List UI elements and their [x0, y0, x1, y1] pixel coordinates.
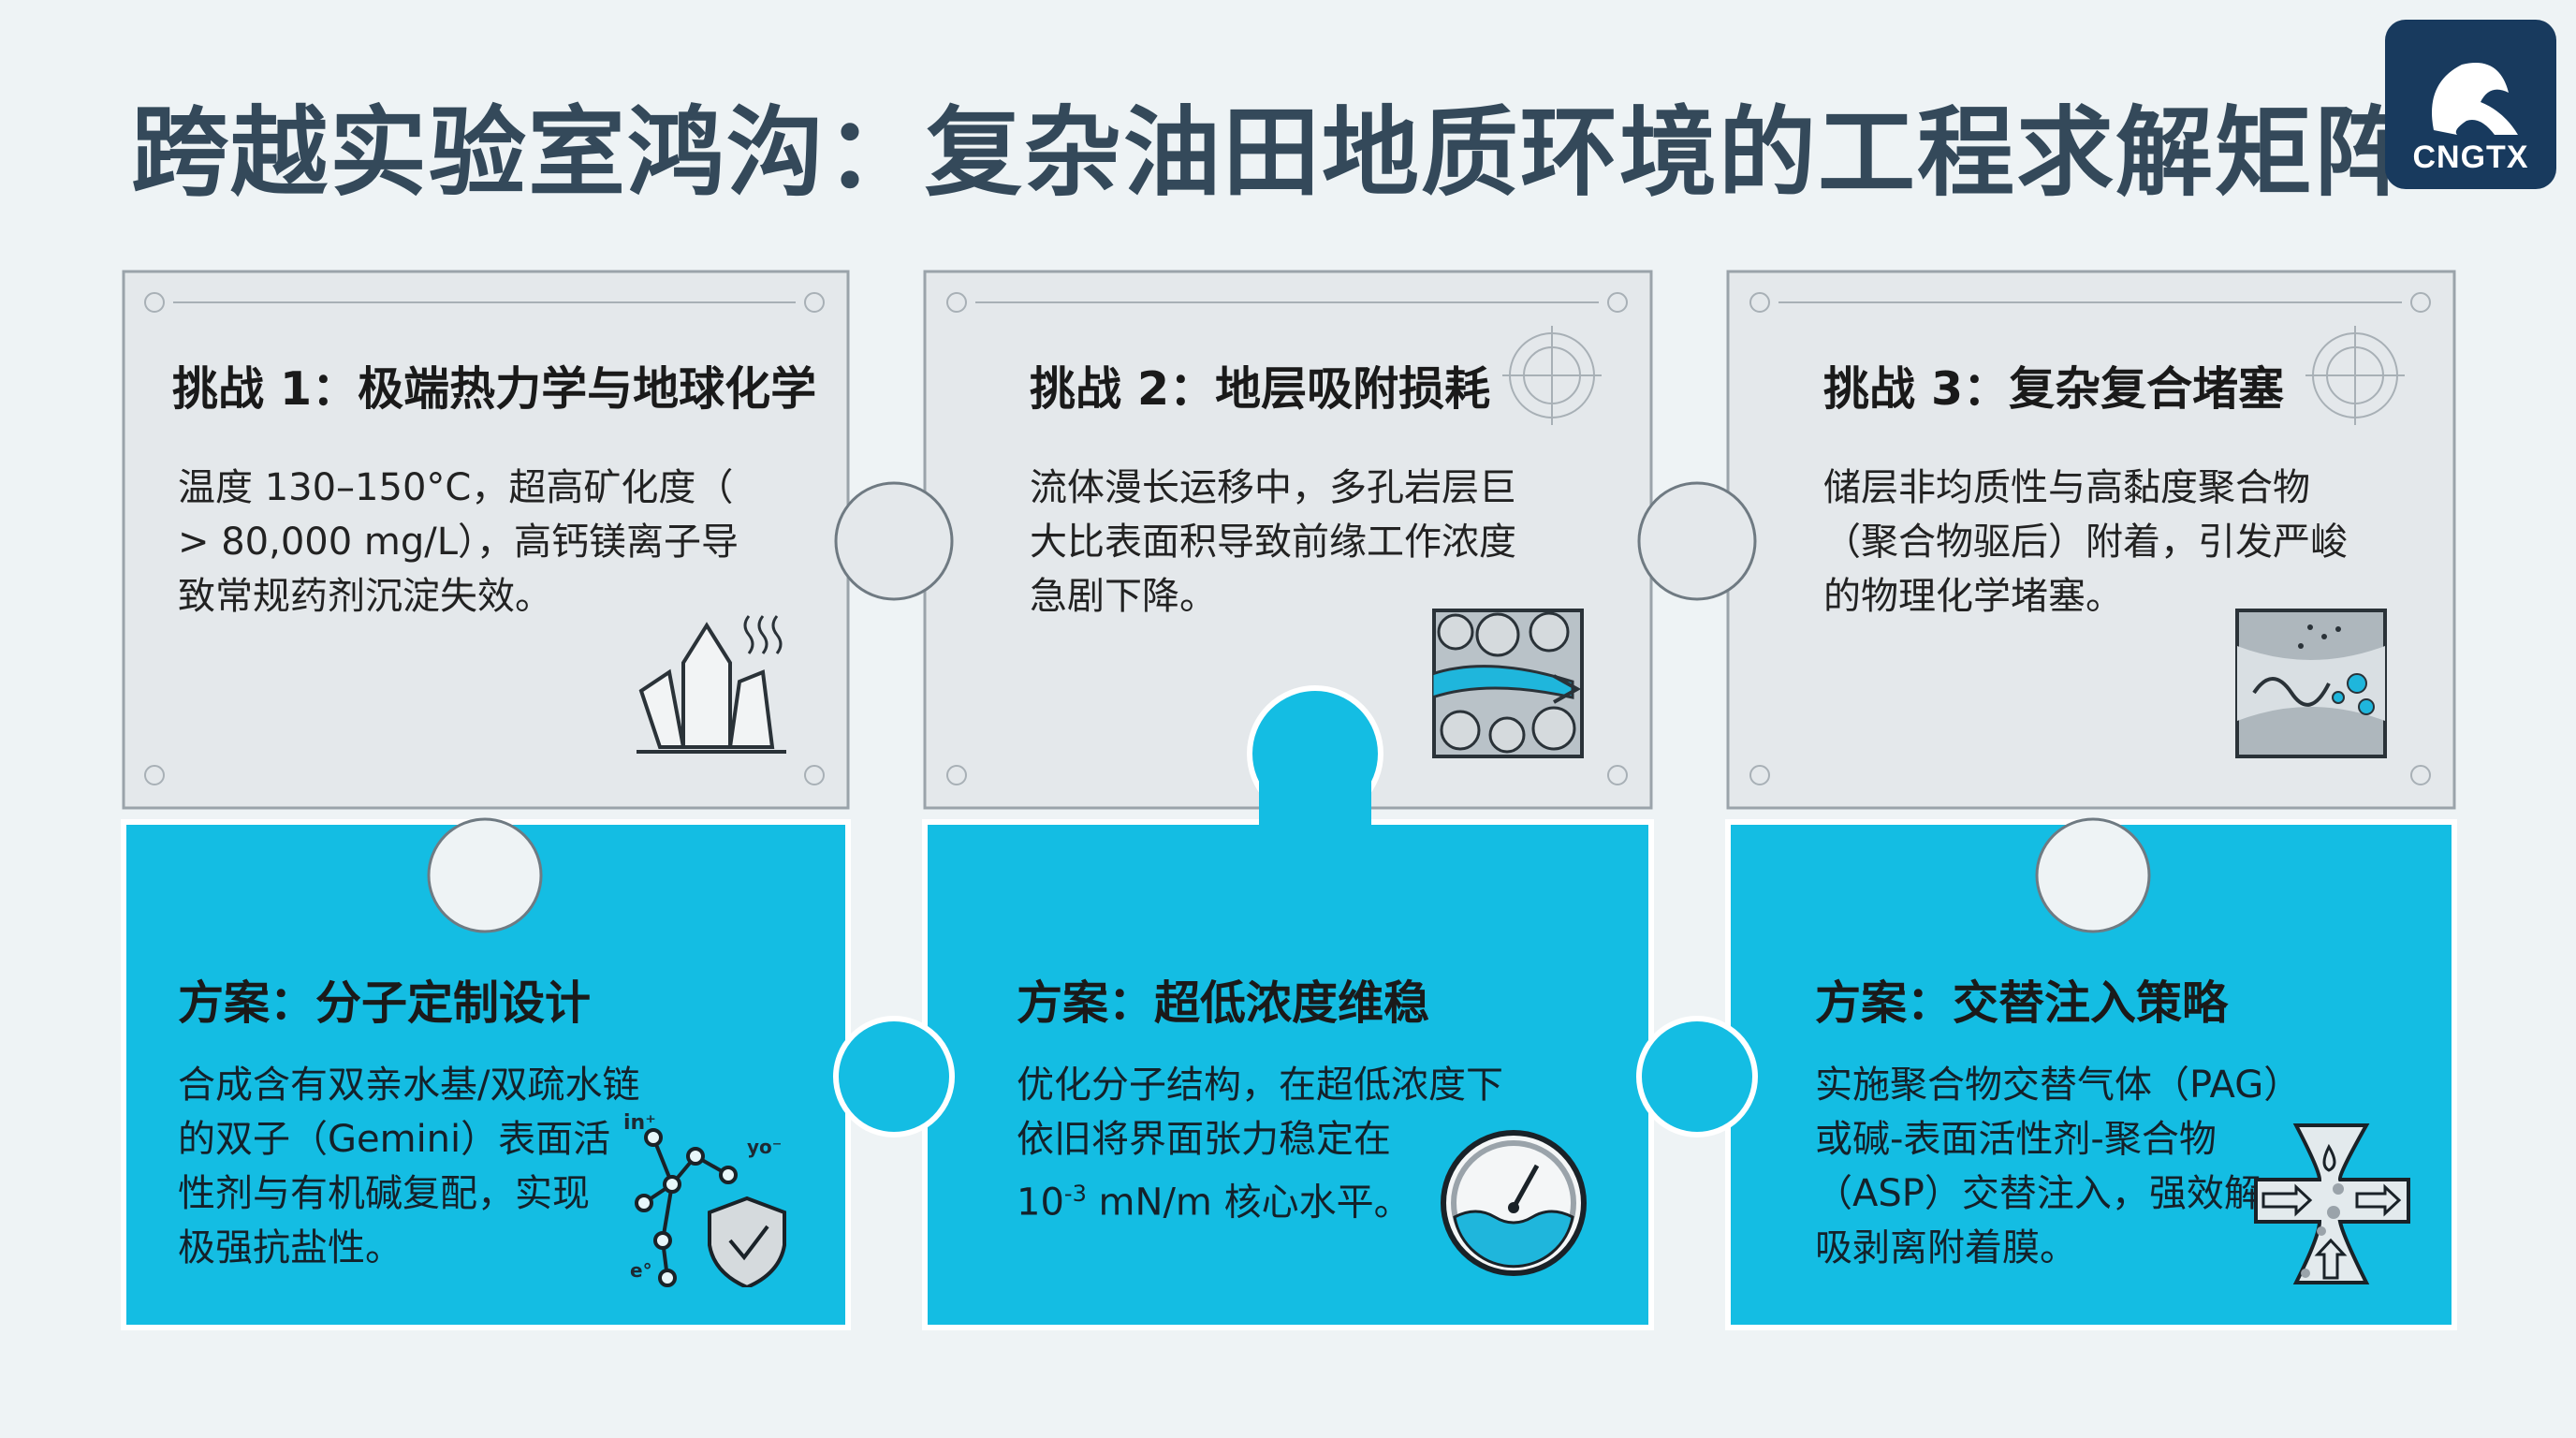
solution-2-body: 优化分子结构，在超低浓度下 依旧将界面张力稳定在 10-3 mN/m 核心水平。 — [1017, 1064, 1503, 1225]
page-title: 跨越实验室鸿沟：复杂油田地质环境的工程求解矩阵 — [131, 95, 2414, 210]
crosshair-marks — [144, 292, 2431, 785]
pore-throat-flow-icon — [2254, 1123, 2410, 1284]
ion-label: e° — [630, 1259, 652, 1282]
puzzle-knobs — [427, 481, 2151, 1137]
solution-2-title: 方案：超低浓度维稳 — [1017, 976, 1430, 1030]
pore-clog-icon — [2235, 609, 2387, 758]
crystal-heat-icon — [637, 615, 786, 754]
brand-logo: CNGTX — [2385, 20, 2556, 189]
challenge-3-title: 挑战 3：复杂复合堵塞 — [1823, 362, 2285, 416]
challenge-2-body: 流体漫长运移中，多孔岩层巨 大比表面积导致前缘工作浓度 急剧下降。 — [1030, 466, 1516, 618]
porous-flow-icon — [1432, 609, 1584, 758]
challenge-1-body: 温度 130–150°C，超高矿化度（ > 80,000 mg/L），高钙镁离子… — [178, 466, 739, 618]
logo-text: CNGTX — [2412, 139, 2529, 175]
solution-1-body: 合成含有双亲水基/双疏水链 的双子（Gemini）表面活 性剂与有机碱复配，实现… — [178, 1064, 640, 1269]
challenge-2-title: 挑战 2：地层吸附损耗 — [1030, 362, 1491, 416]
challenge-3-body: 储层非均质性与高黏度聚合物 （聚合物驱后）附着，引发严峻 的物理化学堵塞。 — [1823, 466, 2348, 618]
ion-label: in⁺ — [623, 1111, 656, 1135]
solution-3-title: 方案：交替注入策略 — [1815, 976, 2229, 1030]
molecule-shield-icon: in⁺ yo⁻ e° — [623, 1111, 794, 1287]
challenge-1-title: 挑战 1：极端热力学与地球化学 — [172, 362, 817, 416]
ion-label: yo⁻ — [747, 1136, 783, 1158]
gauge-icon — [1441, 1130, 1587, 1276]
lion-logo-icon — [2431, 63, 2518, 135]
solution-1-title: 方案：分子定制设计 — [178, 976, 592, 1030]
solution-3-body: 实施聚合物交替气体（PAG） 或碱-表面活性剂-聚合物 （ASP）交替注入，强效… — [1815, 1064, 2302, 1269]
